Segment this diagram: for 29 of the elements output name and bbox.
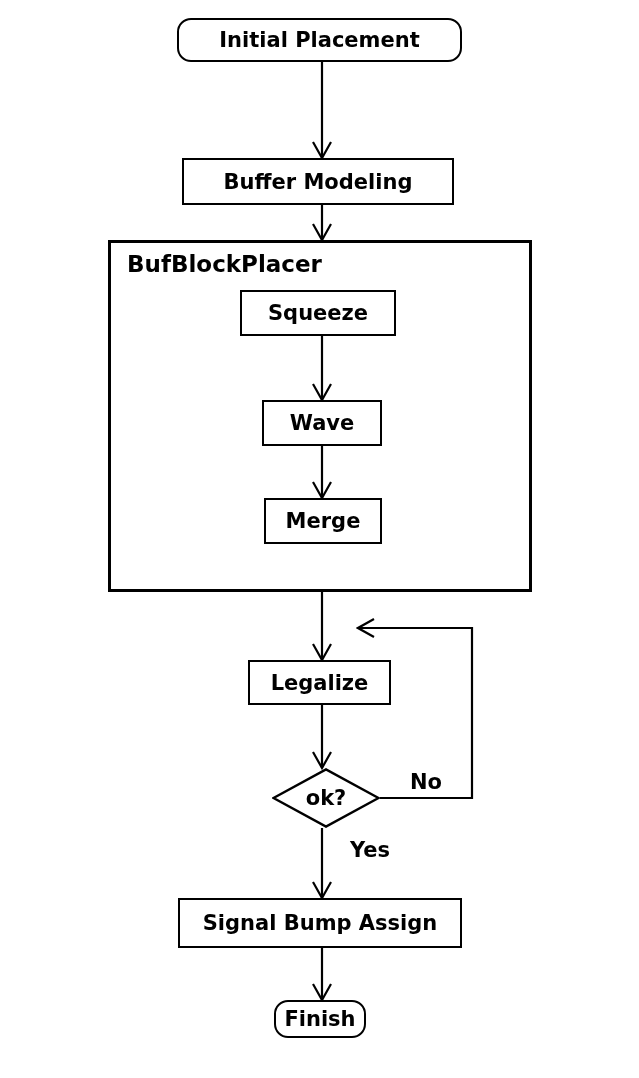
step-label: Initial Placement [219,28,420,52]
arrow [311,828,333,900]
step-label: Signal Bump Assign [202,911,438,935]
process-box [264,498,382,544]
step-label: Buffer Modeling [223,169,413,194]
arrow [311,446,333,500]
step-label: Squeeze [267,301,369,325]
group-title: BufBlockPlacer [127,251,322,277]
process-box [262,400,382,446]
decision-label: ok? [305,786,347,810]
process-box [248,660,391,705]
arrow [356,617,474,800]
step-label: Finish [284,1007,356,1031]
terminal-box [177,18,462,62]
arrow [311,62,333,160]
step-label: Merge [285,509,361,533]
process-box [240,290,396,336]
arrow [311,705,333,770]
arrow [311,592,333,662]
group-container [108,240,532,592]
step-label: Wave [289,411,355,435]
arrow [311,948,333,1002]
terminal-box [274,1000,366,1038]
step-label: Legalize [270,670,369,695]
process-box [178,898,462,948]
decision-diamond [272,768,380,828]
arrow [311,336,333,402]
arrow [311,205,333,242]
process-box [182,158,454,205]
